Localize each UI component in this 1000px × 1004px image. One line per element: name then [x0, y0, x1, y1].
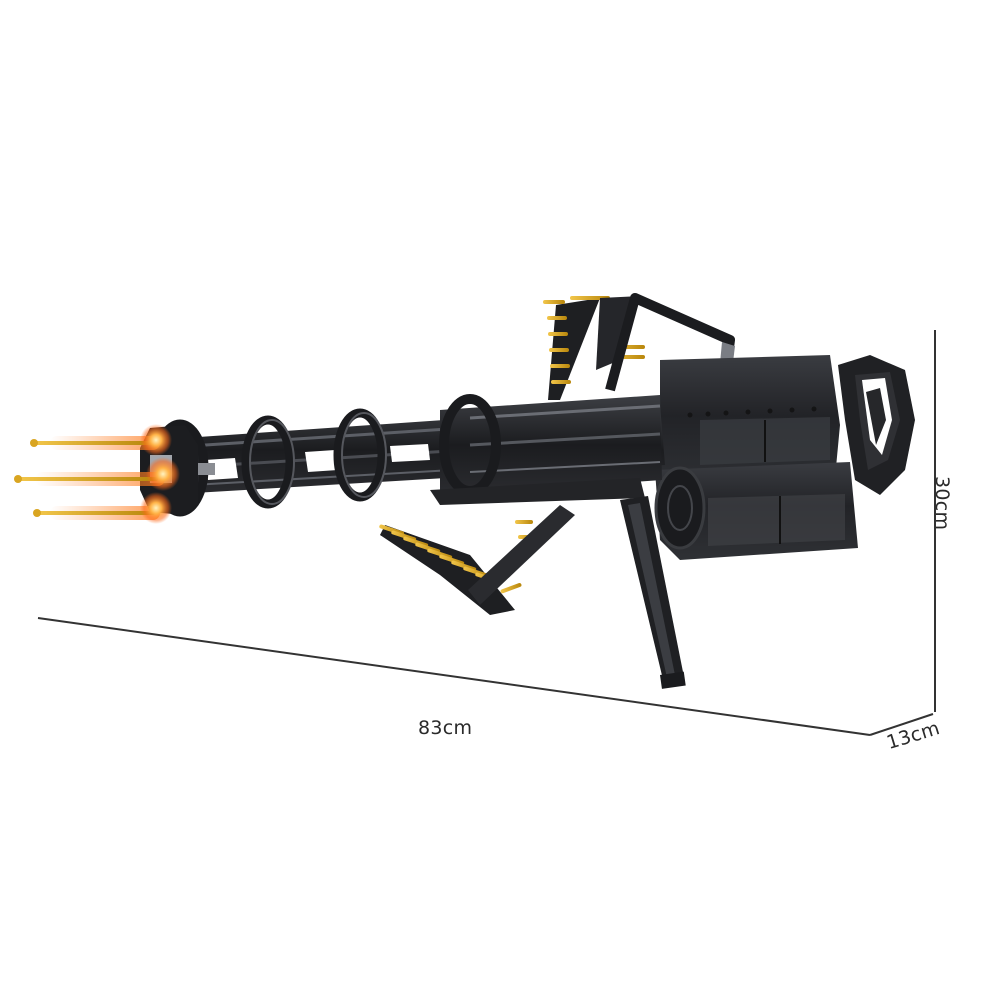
muzzle-fire — [14, 424, 180, 524]
bipod — [430, 478, 686, 689]
length-dimension-line — [37, 617, 871, 736]
dimension-lines — [37, 330, 936, 736]
depth-dimension-line — [869, 713, 934, 736]
receiver-body — [654, 355, 858, 560]
barrel-cluster — [140, 394, 665, 517]
bullet-trail-top — [30, 424, 172, 456]
length-label: 83cm — [418, 717, 473, 739]
height-label: 30cm — [931, 476, 953, 531]
bullet-trail-bottom — [33, 492, 172, 524]
bullet-trail-middle — [14, 457, 180, 491]
rear-grip — [838, 355, 915, 495]
